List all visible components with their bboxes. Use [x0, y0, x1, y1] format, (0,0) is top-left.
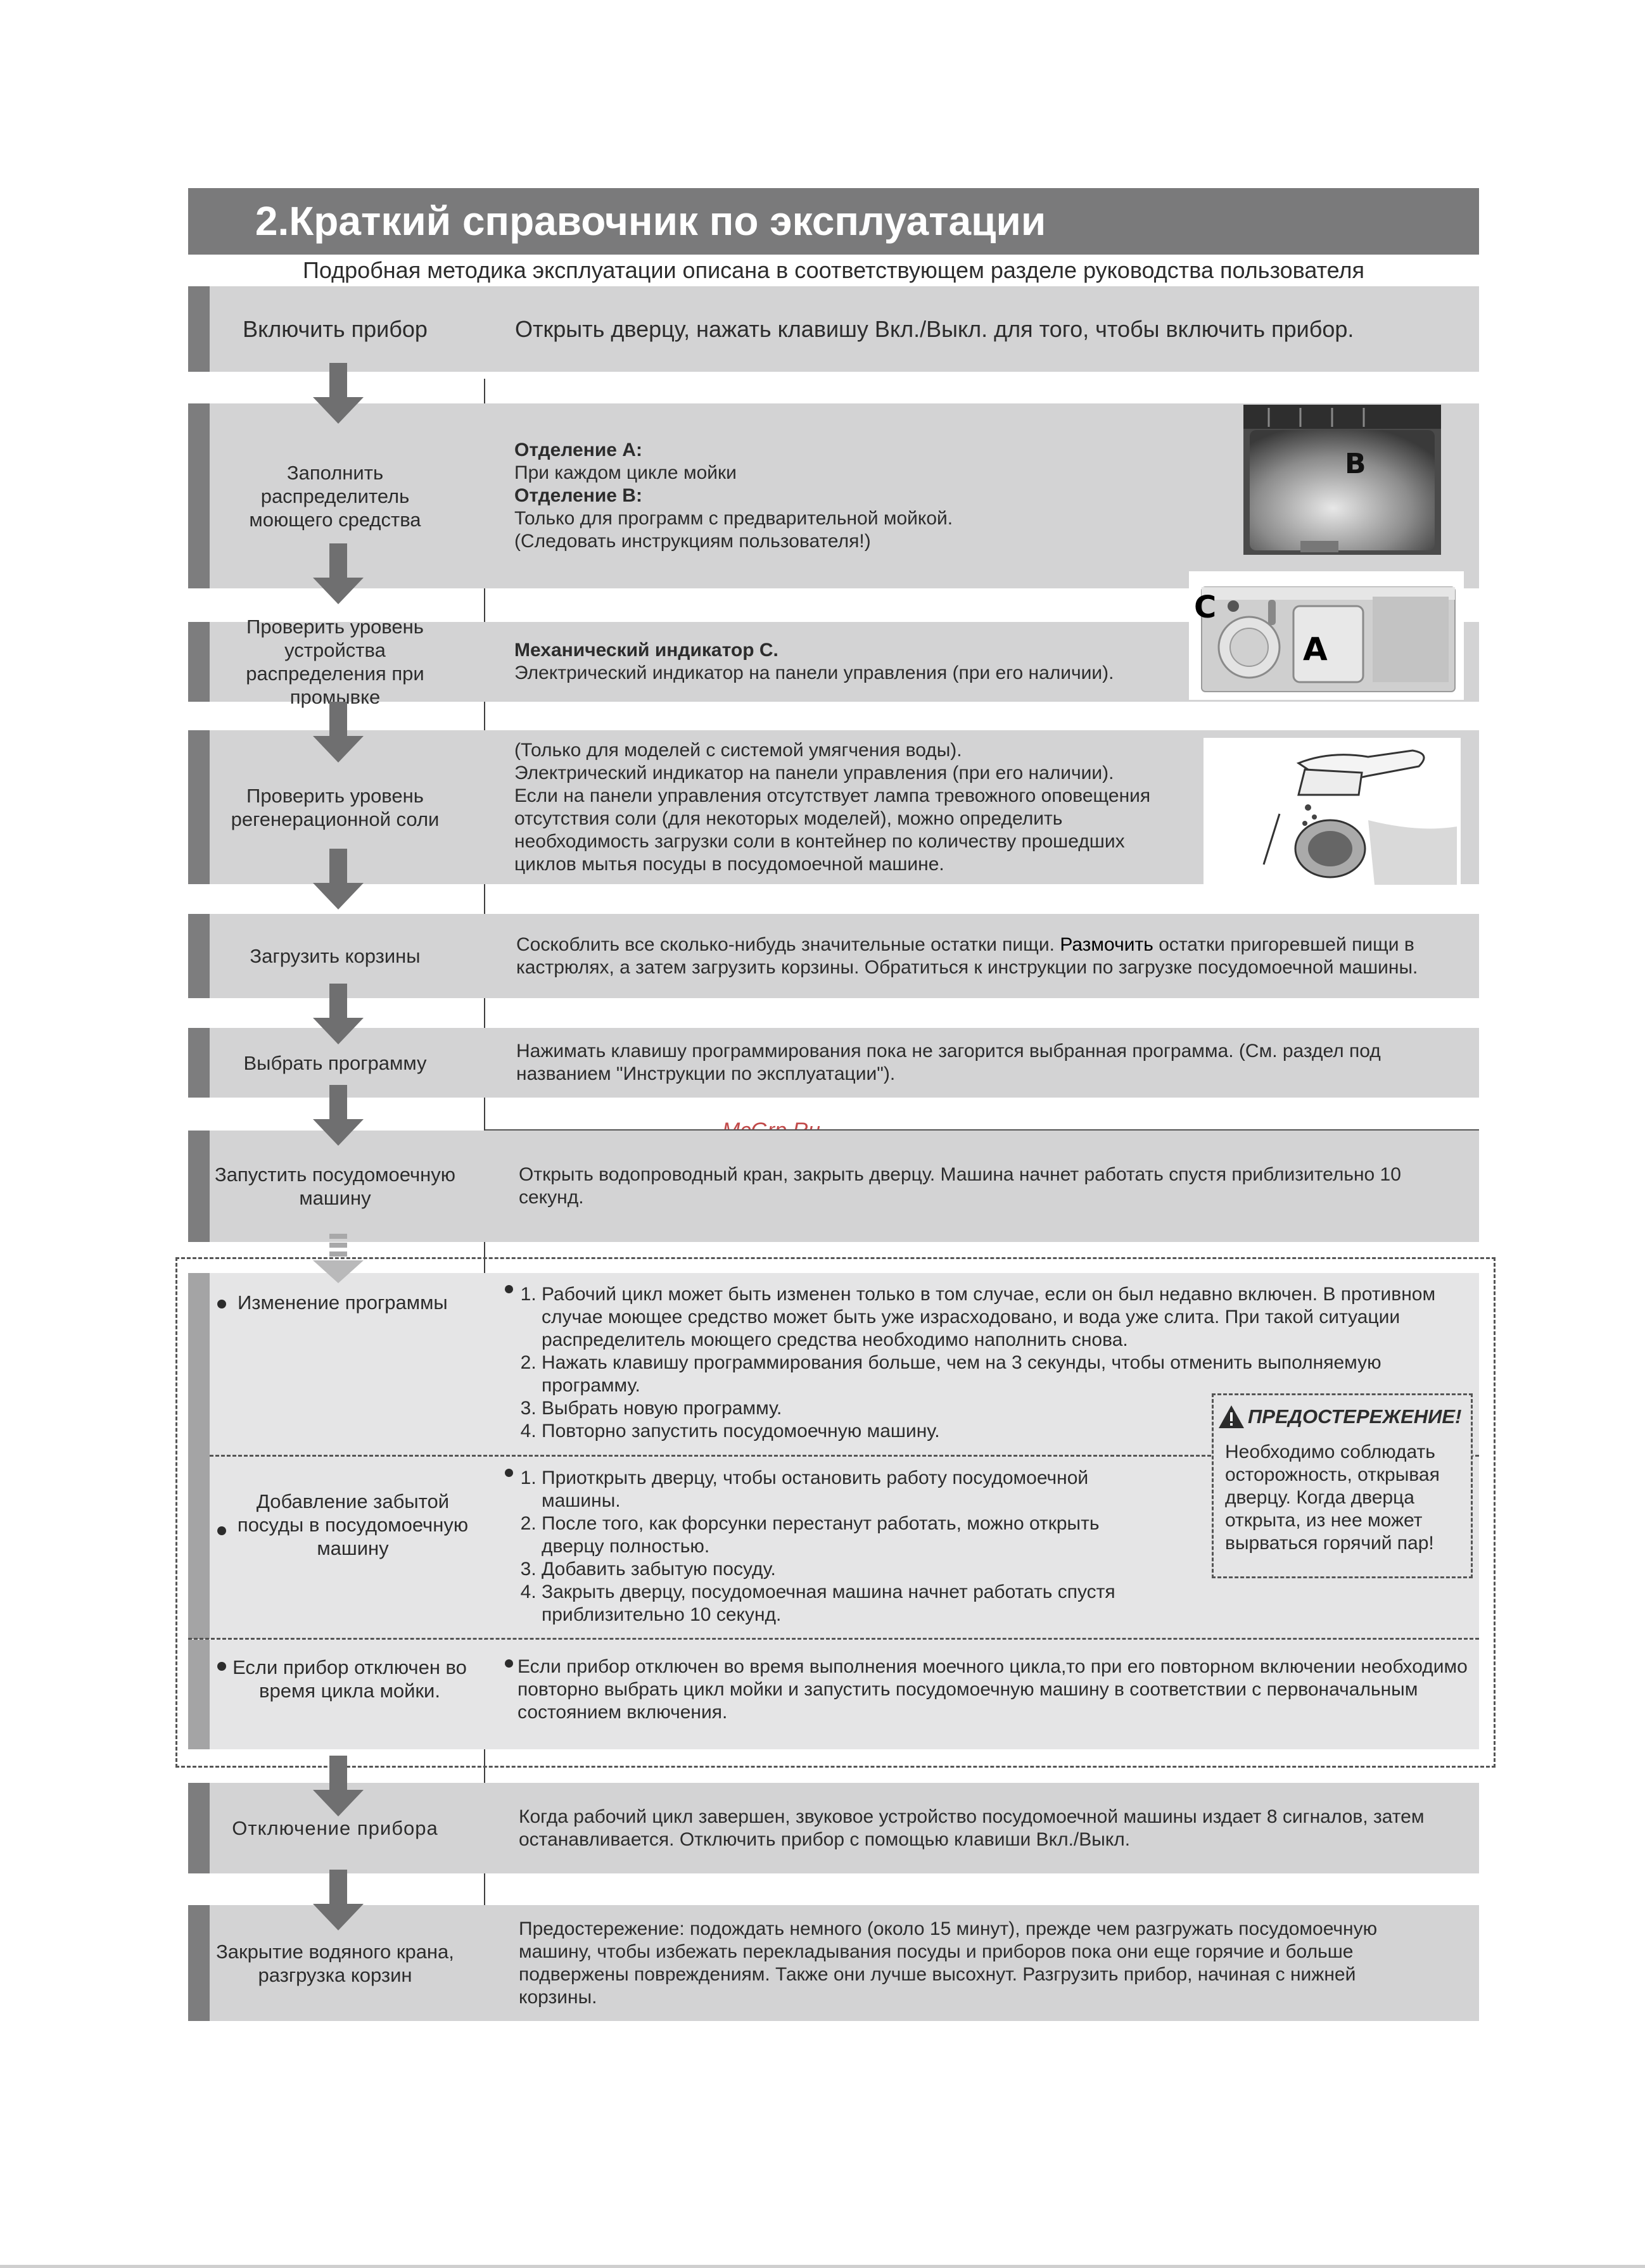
photo-label-c: C	[1194, 590, 1216, 625]
warning-header: ПРЕДОСТЕРЕЖЕНИЕ!	[1217, 1404, 1461, 1429]
list-item: Повторно запустить посудомоечную машину.	[542, 1420, 1471, 1443]
step-power-off: Отключение прибора Когда рабочий цикл за…	[188, 1783, 1479, 1873]
title-bar: 2.Краткий справочник по эксплуатации	[188, 188, 1479, 255]
compartment-b-title: Отделение B:	[514, 485, 642, 506]
row-accent	[188, 1905, 210, 2021]
list-item: Рабочий цикл может быть изменен только в…	[542, 1283, 1471, 1352]
step-label: Запустить посудомоечную машину	[215, 1163, 455, 1209]
row-accent	[188, 403, 210, 588]
bullet	[505, 1469, 513, 1477]
photo-label-b: B	[1345, 448, 1366, 480]
warning-text: Необходимо соблюдать осторожность, откры…	[1225, 1441, 1440, 1554]
mechanical-indicator: Механический индикатор C.	[514, 640, 778, 661]
list-item: Добавить забытую посуду.	[542, 1558, 1164, 1581]
option-steps: Рабочий цикл может быть изменен только в…	[518, 1283, 1471, 1443]
step-close-tap: Закрытие водяного крана, разгрузка корзи…	[188, 1905, 1479, 2021]
step-label: Заполнить распределитель моющего средств…	[249, 461, 421, 531]
warning-box: ПРЕДОСТЕРЕЖЕНИЕ! Необходимо соблюдать ос…	[1212, 1393, 1473, 1578]
compartment-b-text: Только для программ с предварительной мо…	[514, 508, 953, 529]
rinse-aid-photo: C A	[1189, 571, 1464, 700]
text-line: (Только для моделей с системой умягчения…	[514, 739, 962, 761]
row-accent	[188, 1783, 210, 1873]
dispenser-photo: B	[1243, 405, 1441, 555]
step-load-baskets: Загрузить корзины Соскоблить все сколько…	[188, 914, 1479, 998]
dashed-divider	[210, 1455, 1479, 1457]
list-item: Выбрать новую программу.	[542, 1397, 1471, 1420]
bullet	[217, 1300, 226, 1308]
option-change-program: Изменение программы Рабочий цикл может б…	[188, 1273, 1479, 1457]
row-accent	[188, 1640, 210, 1749]
step-text: Открыть дверцу, нажать клавишу Вкл./Выкл…	[515, 315, 1354, 342]
optional-arrow	[313, 1234, 364, 1283]
bullet	[505, 1285, 513, 1293]
step-text: Отделение A: При каждом цикле мойки Отде…	[514, 403, 1099, 588]
option-power-off: Если прибор отключен во время цикла мойк…	[188, 1640, 1479, 1749]
list-item: Закрыть дверцу, посудомоечная машина нач…	[542, 1581, 1164, 1626]
soak-word: Размочить	[1060, 934, 1153, 955]
row-accent	[188, 622, 210, 702]
step-label: Проверить уровень устройства распределен…	[246, 616, 424, 708]
text-line: циклов мытья посуды в посудомоечной маши…	[514, 853, 944, 875]
page-title: 2.Краткий справочник по эксплуатации	[255, 198, 1046, 244]
bullet	[217, 1526, 226, 1535]
row-accent	[188, 914, 210, 998]
text-line: отсутствия соли (для некоторых моделей),…	[514, 808, 1063, 829]
row-accent	[188, 1131, 210, 1242]
step-text: Когда рабочий цикл завершен, звуковое ус…	[519, 1806, 1425, 1850]
option-label: Если прибор отключен во время цикла мойк…	[232, 1656, 467, 1702]
warning-icon	[1219, 1405, 1244, 1428]
step-power-on: Включить прибор Открыть дверцу, нажать к…	[188, 286, 1479, 372]
compartment-a-text: При каждом цикле мойки	[514, 462, 737, 483]
compartment-a-title: Отделение A:	[514, 440, 642, 460]
step-label: Включить прибор	[243, 316, 428, 342]
step-label: Выбрать программу	[243, 1051, 427, 1074]
option-label: Изменение программы	[238, 1291, 448, 1314]
text-line: Если на панели управления отсутствует ла…	[514, 785, 1151, 806]
row-accent	[188, 1028, 210, 1098]
step-label: Отключение прибора	[232, 1817, 438, 1839]
step-text: Нажимать клавишу программирования пока н…	[516, 1041, 1381, 1084]
scrape-text: Соскоблить все сколько-нибудь значительн…	[516, 934, 1055, 955]
soak-text: остатки пригоревшей пищи в кастрюлях, а …	[516, 934, 1418, 978]
row-accent	[188, 1457, 210, 1639]
step-label: Загрузить корзины	[250, 945, 421, 967]
step-text: Механический индикатор C. Электрический …	[514, 622, 1175, 702]
row-accent	[188, 1273, 210, 1457]
bullet	[505, 1659, 513, 1668]
step-select-program: Выбрать программу Нажимать клавишу прогр…	[188, 1028, 1479, 1098]
dashed-divider	[188, 1638, 1479, 1640]
step-label: Закрытие водяного крана, разгрузка корзи…	[216, 1940, 454, 1986]
photo-label-a: A	[1303, 631, 1328, 668]
page-edge	[0, 2265, 1645, 2268]
option-text: Если прибор отключен во время выполнения…	[518, 1656, 1468, 1723]
list-item: После того, как форсунки перестанут рабо…	[542, 1512, 1164, 1558]
step-text: Соскоблить все сколько-нибудь значительн…	[516, 914, 1454, 998]
electric-indicator: Электрический индикатор на панели управл…	[514, 662, 1114, 683]
option-steps: Приоткрыть дверцу, чтобы остановить рабо…	[518, 1467, 1164, 1626]
option-label: Добавление забытой посуды в посудомоечну…	[237, 1490, 469, 1559]
row-accent	[188, 286, 210, 372]
optional-section-border	[175, 1257, 1496, 1768]
row-accent	[188, 730, 210, 884]
text-line: необходимость загрузки соли в контейнер …	[514, 830, 1125, 852]
bullet	[217, 1662, 226, 1671]
step-label: Проверить уровень регенерационной соли	[231, 784, 440, 830]
instructions-note: (Следовать инструкциям пользователя!)	[514, 531, 871, 552]
step-text: (Только для моделей с системой умягчения…	[514, 730, 1200, 884]
divider-line	[485, 1129, 1479, 1131]
step-text: Предостережение: подождать немного (окол…	[519, 1918, 1378, 2008]
step-start: Запустить посудомоечную машину Открыть в…	[188, 1131, 1479, 1242]
list-item: Нажать клавишу программирования больше, …	[542, 1352, 1471, 1397]
salt-photo	[1204, 738, 1461, 885]
text-line: Электрический индикатор на панели управл…	[514, 762, 1114, 783]
warning-title: ПРЕДОСТЕРЕЖЕНИЕ!	[1248, 1405, 1462, 1428]
page-subtitle: Подробная методика эксплуатации описана …	[303, 257, 1364, 283]
list-item: Приоткрыть дверцу, чтобы остановить рабо…	[542, 1467, 1164, 1512]
step-text: Открыть водопроводный кран, закрыть двер…	[519, 1164, 1401, 1208]
